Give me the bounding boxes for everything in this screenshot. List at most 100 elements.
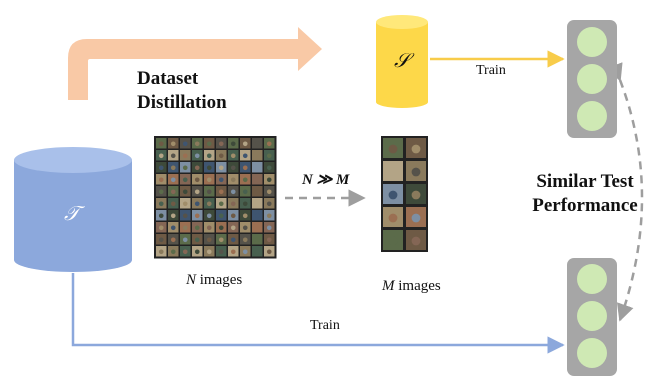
thumbnail-subject xyxy=(266,165,272,171)
thumbnail-subject xyxy=(242,141,248,147)
target-symbol: 𝒯 xyxy=(64,203,80,225)
thumbnail-subject xyxy=(230,249,236,255)
thumbnail-subject xyxy=(266,153,272,159)
train-label-bottom: Train xyxy=(310,318,340,333)
thumbnail-subject xyxy=(242,189,248,195)
thumbnail-subject xyxy=(182,201,188,207)
large-image-grid xyxy=(154,136,277,259)
model-target xyxy=(567,258,617,376)
thumbnail-subject xyxy=(388,213,398,223)
thumbnail-subject xyxy=(230,177,236,183)
thumbnail-subject xyxy=(170,237,176,243)
thumbnail-subject xyxy=(206,153,212,159)
synthetic-set-cylinder xyxy=(376,15,428,108)
thumbnail-subject xyxy=(206,165,212,171)
thumbnail-subject xyxy=(230,153,236,159)
thumbnail-subject xyxy=(230,165,236,171)
thumbnail-subject xyxy=(388,144,398,154)
thumbnail-subject xyxy=(266,249,272,255)
thumbnail-subject xyxy=(158,141,164,147)
thumbnail-subject xyxy=(254,165,260,171)
thumbnail-subject xyxy=(254,177,260,183)
thumbnail-subject xyxy=(170,249,176,255)
thumbnail-subject xyxy=(218,189,224,195)
thumbnail-subject xyxy=(218,249,224,255)
thumbnail-subject xyxy=(182,141,188,147)
similarity-arrow xyxy=(606,62,644,322)
thumbnail-subject xyxy=(170,153,176,159)
thumbnail-subject xyxy=(194,249,200,255)
thumbnail-subject xyxy=(230,189,236,195)
thumbnail-subject xyxy=(218,237,224,243)
thumbnail-subject xyxy=(194,213,200,219)
thumbnail-subject xyxy=(182,189,188,195)
thumbnail-subject xyxy=(194,153,200,159)
similar-performance-title: Similar Test Performance xyxy=(532,171,638,216)
thumbnail-subject xyxy=(254,237,260,243)
thumbnail-subject xyxy=(218,141,224,147)
thumbnail-subject xyxy=(182,237,188,243)
thumbnail-subject xyxy=(266,189,272,195)
thumbnail-subject xyxy=(230,141,236,147)
thumbnail-subject xyxy=(158,189,164,195)
thumbnail-subject xyxy=(182,225,188,231)
thumbnail-subject xyxy=(170,225,176,231)
thumbnail-subject xyxy=(266,141,272,147)
thumbnail-subject xyxy=(242,165,248,171)
distillation-arrow xyxy=(68,27,322,100)
thumbnail-subject xyxy=(206,141,212,147)
thumbnail-subject xyxy=(266,201,272,207)
thumbnail-subject xyxy=(158,201,164,207)
small-image-grid xyxy=(381,136,428,252)
thumbnail-subject xyxy=(411,190,421,200)
thumbnail-subject xyxy=(254,213,260,219)
thumbnail-subject xyxy=(242,249,248,255)
thumbnail-subject xyxy=(254,189,260,195)
thumbnail-subject xyxy=(254,249,260,255)
thumbnail-subject xyxy=(218,201,224,207)
thumbnail-subject xyxy=(242,213,248,219)
thumbnail-subject xyxy=(170,177,176,183)
model-synthetic xyxy=(567,20,617,138)
thumbnail-subject xyxy=(254,153,260,159)
thumbnail-subject xyxy=(194,201,200,207)
thumbnail-subject xyxy=(206,177,212,183)
thumbnail-subject xyxy=(254,141,260,147)
thumbnail-subject xyxy=(206,225,212,231)
thumbnail-subject xyxy=(206,213,212,219)
thumbnail-subject xyxy=(230,225,236,231)
thumbnail-subject xyxy=(230,237,236,243)
thumbnail-subject xyxy=(158,249,164,255)
thumbnail-subject xyxy=(170,213,176,219)
thumbnail-subject xyxy=(158,177,164,183)
thumbnail-subject xyxy=(194,237,200,243)
thumbnail-subject xyxy=(218,165,224,171)
n-images-caption: N images xyxy=(186,272,243,288)
thumbnail-subject xyxy=(182,213,188,219)
thumbnail-subject xyxy=(266,213,272,219)
thumbnail-subject xyxy=(242,237,248,243)
train-arrow-target xyxy=(71,273,565,354)
thumbnail-subject xyxy=(194,177,200,183)
thumbnail-subject xyxy=(230,213,236,219)
thumbnail-subject xyxy=(388,167,398,177)
thumbnail-subject xyxy=(206,249,212,255)
thumbnail-subject xyxy=(218,213,224,219)
thumbnail-subject xyxy=(158,213,164,219)
thumbnail-subject xyxy=(266,225,272,231)
thumbnail-subject xyxy=(194,225,200,231)
thumbnail-subject xyxy=(206,201,212,207)
dataset-distillation-title: Dataset Distillation xyxy=(137,68,227,113)
thumbnail-subject xyxy=(218,225,224,231)
thumbnail-subject xyxy=(411,236,421,246)
thumbnail-subject xyxy=(230,201,236,207)
thumbnail-subject xyxy=(218,177,224,183)
thumbnail-subject xyxy=(170,165,176,171)
thumbnail-subject xyxy=(158,165,164,171)
synthetic-symbol: 𝒮 xyxy=(394,50,410,72)
thumbnail-subject xyxy=(182,249,188,255)
thumbnail-subject xyxy=(170,141,176,147)
thumbnail-subject xyxy=(242,177,248,183)
thumbnail-subject xyxy=(206,237,212,243)
